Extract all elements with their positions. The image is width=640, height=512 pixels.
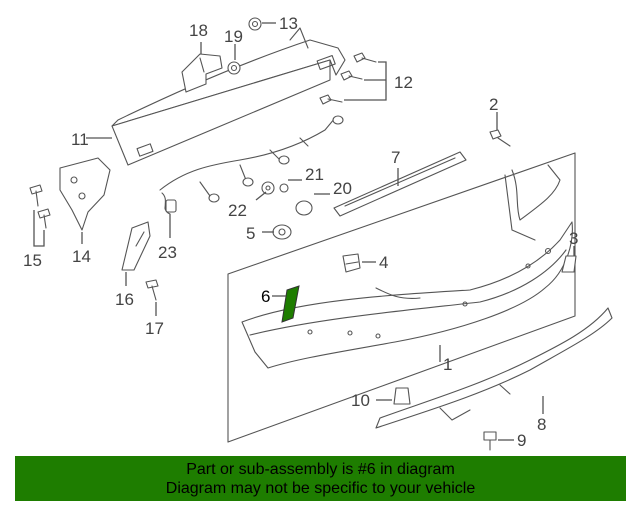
highlighted-part-6[interactable] bbox=[281, 285, 300, 323]
clip-4[interactable] bbox=[342, 253, 361, 273]
retainer-strip[interactable] bbox=[333, 151, 467, 217]
label-18: 18 bbox=[189, 21, 208, 40]
grommet-20[interactable] bbox=[295, 200, 313, 216]
label-23: 23 bbox=[158, 243, 177, 262]
grommet-22[interactable] bbox=[261, 181, 275, 195]
side-bracket[interactable] bbox=[59, 157, 111, 231]
leader-lines bbox=[33, 22, 575, 441]
label-21: 21 bbox=[305, 165, 324, 184]
bolt-9[interactable] bbox=[483, 431, 497, 451]
banner-line-part: Part or sub-assembly is #6 in diagram bbox=[186, 461, 455, 478]
screw-17[interactable] bbox=[145, 279, 159, 301]
label-10: 10 bbox=[351, 391, 370, 410]
label-2: 2 bbox=[489, 95, 498, 114]
label-13: 13 bbox=[279, 14, 298, 33]
label-15: 15 bbox=[23, 251, 42, 270]
fastener-10[interactable] bbox=[393, 387, 411, 405]
label-12: 12 bbox=[394, 73, 413, 92]
label-1: 1 bbox=[443, 355, 452, 374]
label-19: 19 bbox=[224, 27, 243, 46]
label-11: 11 bbox=[71, 130, 89, 149]
beam-bracket[interactable] bbox=[181, 53, 223, 93]
grommet-21[interactable] bbox=[279, 183, 289, 193]
label-3: 3 bbox=[569, 229, 578, 248]
banner-line-disclaimer: Diagram may not be specific to your vehi… bbox=[165, 480, 476, 497]
bumper-cover[interactable] bbox=[241, 164, 573, 369]
reflector-3[interactable] bbox=[561, 255, 577, 273]
label-6: 6 bbox=[261, 287, 270, 306]
label-22: 22 bbox=[228, 201, 247, 220]
label-8: 8 bbox=[537, 415, 546, 434]
reinforcement-beam[interactable] bbox=[111, 27, 346, 166]
label-4: 4 bbox=[379, 253, 388, 272]
screws-15[interactable] bbox=[29, 184, 51, 229]
label-16: 16 bbox=[115, 290, 134, 309]
plug-23[interactable] bbox=[165, 199, 177, 213]
label-7: 7 bbox=[391, 148, 400, 167]
nut-19[interactable] bbox=[227, 61, 241, 75]
parts-diagram: 1 2 3 4 5 6 7 8 9 10 11 12 13 14 15 16 1… bbox=[23, 14, 613, 451]
nut-13[interactable] bbox=[248, 17, 262, 31]
bolt-2[interactable] bbox=[489, 129, 511, 147]
label-17: 17 bbox=[145, 319, 164, 338]
label-5: 5 bbox=[246, 224, 255, 243]
nut-5[interactable] bbox=[272, 224, 292, 240]
label-9: 9 bbox=[517, 431, 526, 450]
bumper-panel-outline bbox=[227, 152, 576, 443]
bolts-12[interactable] bbox=[319, 52, 377, 105]
bracket-16[interactable] bbox=[121, 221, 151, 271]
lower-valance[interactable] bbox=[375, 307, 613, 429]
info-banner: Part or sub-assembly is #6 in diagram Di… bbox=[15, 456, 626, 501]
label-14: 14 bbox=[72, 247, 91, 266]
label-20: 20 bbox=[333, 179, 352, 198]
